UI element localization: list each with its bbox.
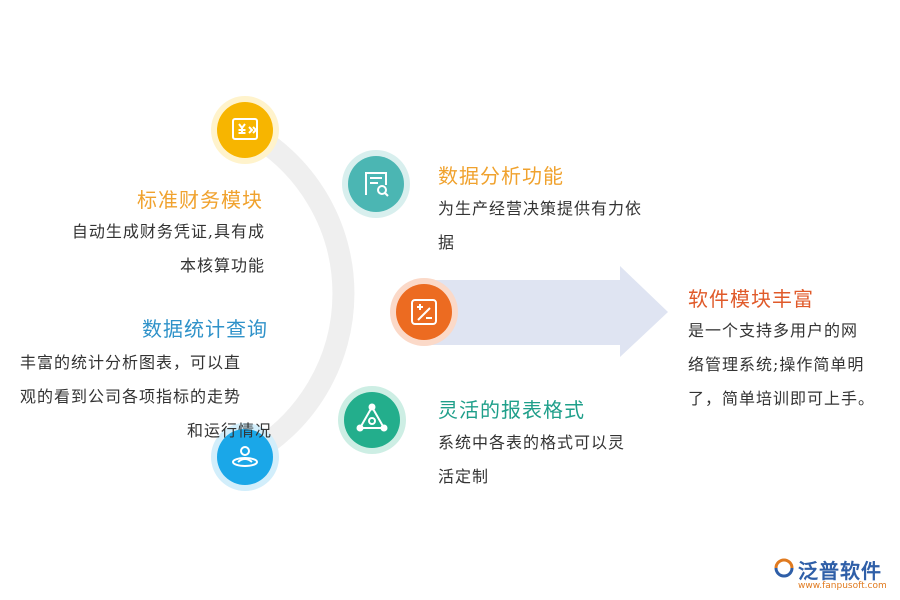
node-center-circle [396,284,452,340]
ring-arc [239,120,355,467]
analysis-title: 数据分析功能 [438,164,564,188]
node-analysis [342,150,410,218]
node-format [338,386,406,454]
query-desc-line: 观的看到公司各项指标的走势 [20,387,242,406]
finance-desc: 自动生成财务凭证,具有成 本核算功能 [20,215,265,283]
brand-name: 泛普软件 [798,559,882,583]
software-desc-line: 是一个支持多用户的网 [688,321,859,340]
format-desc-line: 系统中各表的格式可以灵 [438,433,626,452]
arrow-shape [430,266,668,357]
analysis-desc-line: 据 [438,233,456,252]
analysis-desc: 为生产经营决策提供有力依 据 [438,192,678,260]
finance-title: 标准财务模块 [137,188,263,212]
software-title: 软件模块丰富 [688,287,814,311]
query-title: 数据统计查询 [142,317,268,341]
yen-ticket-icon [232,118,258,140]
network-triangle-icon [356,403,388,432]
finance-desc-line: 自动生成财务凭证,具有成 [71,222,265,241]
user-orbit-icon [232,446,258,467]
analysis-desc-line: 为生产经营决策提供有力依 [438,199,643,218]
software-desc-line: 络管理系统;操作简单明 [688,355,865,374]
node-format-circle [344,392,400,448]
node-query [211,423,279,491]
query-desc: 丰富的统计分析图表，可以直 观的看到公司各项指标的走势 和运行情况 [20,346,272,448]
plus-minus-icon [411,299,437,325]
brand-url: www.fanpusoft.com [798,581,887,591]
software-desc-line: 了，简单培训即可上手。 [688,389,876,408]
query-desc-line: 和运行情况 [186,421,272,440]
report-search-icon [365,172,389,197]
brand-logo: 泛普软件 www.fanpusoft.com [772,555,892,595]
software-desc: 是一个支持多用户的网 络管理系统;操作简单明 了，简单培训即可上手。 [688,314,893,416]
node-center [390,278,458,346]
format-title: 灵活的报表格式 [438,398,585,422]
brand-mark-icon [774,558,794,578]
finance-desc-line: 本核算功能 [179,256,265,275]
query-desc-line: 丰富的统计分析图表，可以直 [20,353,242,372]
format-desc-line: 活定制 [438,467,490,486]
node-finance [211,96,279,164]
format-desc: 系统中各表的格式可以灵 活定制 [438,426,668,494]
